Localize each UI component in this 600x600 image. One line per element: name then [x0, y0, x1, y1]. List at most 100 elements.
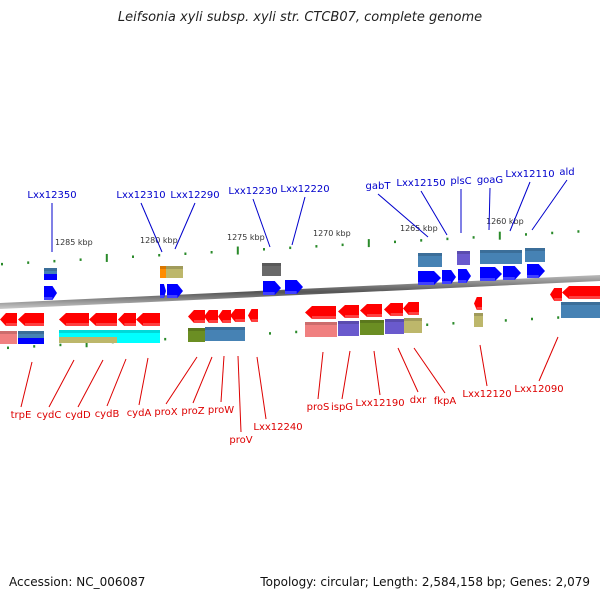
scale-label: 1260 kbp	[486, 217, 524, 226]
forward-gene-leader-line	[509, 181, 531, 232]
reverse-gene-label: proX	[154, 407, 177, 418]
reverse-gene-label: cydD	[65, 410, 91, 421]
genome-backbone	[0, 275, 600, 309]
feature-box	[360, 320, 384, 335]
minor-tick	[472, 236, 475, 239]
reverse-cds-arrow-shade	[312, 316, 336, 319]
feature-box	[305, 322, 337, 337]
feature-box	[188, 328, 205, 342]
feature-box-shade	[404, 318, 422, 321]
scale-label: 1270 kbp	[313, 229, 351, 238]
feature-box	[0, 331, 17, 344]
minor-tick	[164, 337, 167, 341]
forward-cds-arrow-shade	[285, 291, 297, 294]
scale-label: 1275 kbp	[227, 233, 265, 242]
reverse-cds-arrow	[230, 309, 245, 322]
reverse-cds-arrow-shade	[96, 323, 117, 326]
minor-tick	[1, 262, 3, 266]
reverse-gene-label: Lxx12240	[253, 422, 302, 433]
reverse-gene-label: proV	[229, 435, 252, 446]
reverse-cds-arrow	[118, 313, 136, 326]
feature-box	[18, 338, 44, 344]
reverse-cds-arrow-shade	[5, 323, 17, 326]
feature-box	[160, 266, 166, 278]
feature-box-shade	[525, 248, 545, 251]
forward-cds-arrow	[458, 269, 471, 283]
forward-cds-arrow	[503, 266, 521, 280]
reverse-cds-arrow-shade	[408, 312, 419, 315]
scale-label: 1285 kbp	[55, 238, 93, 247]
reverse-gene-label: trpE	[11, 410, 32, 421]
feature-box	[338, 321, 359, 336]
minor-tick	[263, 248, 265, 251]
forward-gene-label: plsC	[450, 176, 471, 187]
reverse-cds-arrow-shade	[124, 323, 136, 326]
forward-cds-arrow	[442, 270, 456, 284]
minor-tick	[33, 345, 36, 348]
reverse-cds-arrow-shade	[390, 313, 403, 316]
reverse-cds-arrow	[248, 309, 258, 322]
minor-tick	[79, 258, 82, 261]
feature-box	[117, 330, 160, 343]
feature-box	[561, 302, 600, 318]
forward-cds-arrow	[167, 284, 183, 298]
feature-box-shade	[474, 313, 483, 316]
feature-box	[205, 327, 245, 341]
reverse-cds-arrow	[218, 310, 231, 323]
reverse-gene-leader-line	[413, 347, 446, 394]
reverse-gene-label: fkpA	[434, 396, 457, 407]
minor-tick	[7, 346, 9, 350]
reverse-cds-arrow	[562, 286, 600, 299]
reverse-cds-arrow	[338, 305, 359, 318]
forward-gene-label: Lxx12350	[27, 190, 76, 201]
reverse-gene-label: cydC	[37, 410, 62, 421]
reverse-cds-arrow-shade	[25, 323, 44, 326]
feature-box	[404, 318, 422, 333]
feature-box-shade	[59, 330, 117, 333]
map-title: Leifsonia xyli subsp. xyli str. CTCB07, …	[117, 10, 483, 25]
reverse-gene-label: Lxx12090	[514, 384, 563, 395]
reverse-gene-leader-line	[20, 361, 33, 408]
minor-tick	[394, 240, 396, 244]
minor-tick	[577, 230, 580, 233]
reverse-cds-arrow	[188, 310, 205, 323]
reverse-gene-leader-line	[138, 357, 149, 406]
reverse-cds-arrow-shade	[208, 320, 218, 323]
major-tick	[85, 339, 88, 348]
reverse-cds-arrow-shade	[476, 307, 482, 310]
minor-tick	[53, 259, 56, 263]
feature-box	[474, 313, 483, 327]
minor-tick	[420, 239, 423, 242]
reverse-cds-arrow-shade	[251, 319, 258, 322]
reverse-gene-label: cydB	[95, 409, 120, 420]
reverse-cds-arrow-shade	[66, 323, 89, 326]
forward-gene-label: Lxx12230	[228, 186, 277, 197]
feature-box-shade	[418, 253, 442, 256]
forward-gene-leader-line	[252, 198, 271, 248]
minor-tick	[531, 317, 533, 321]
forward-gene-label: Lxx12310	[116, 190, 165, 201]
forward-cds-arrow-shade	[458, 280, 467, 283]
forward-cds-arrow-shade	[442, 281, 452, 284]
feature-box-shade	[262, 263, 281, 266]
scale-label: 1280 kbp	[140, 236, 178, 245]
minor-tick	[27, 261, 30, 264]
forward-gene-label: Lxx12110	[505, 169, 554, 180]
forward-cds-arrow	[480, 267, 502, 281]
reverse-cds-arrow-shade	[345, 315, 359, 318]
reverse-gene-leader-line	[220, 355, 225, 403]
forward-cds-arrow-shade	[167, 295, 178, 298]
forward-gene-label: ald	[559, 167, 574, 178]
reverse-gene-label: proS	[307, 402, 330, 413]
reverse-gene-label: proW	[208, 405, 234, 416]
reverse-cds-arrow	[59, 313, 89, 326]
feature-box	[166, 266, 183, 278]
reverse-cds-arrow	[550, 288, 562, 301]
feature-box-shade	[561, 302, 600, 305]
reverse-cds-arrow-shade	[235, 319, 245, 322]
reverse-gene-label: Lxx12190	[355, 398, 404, 409]
minor-tick	[59, 343, 62, 347]
reverse-cds-arrow	[0, 313, 17, 326]
feature-box-shade	[457, 251, 470, 254]
reverse-gene-leader-line	[77, 359, 104, 408]
